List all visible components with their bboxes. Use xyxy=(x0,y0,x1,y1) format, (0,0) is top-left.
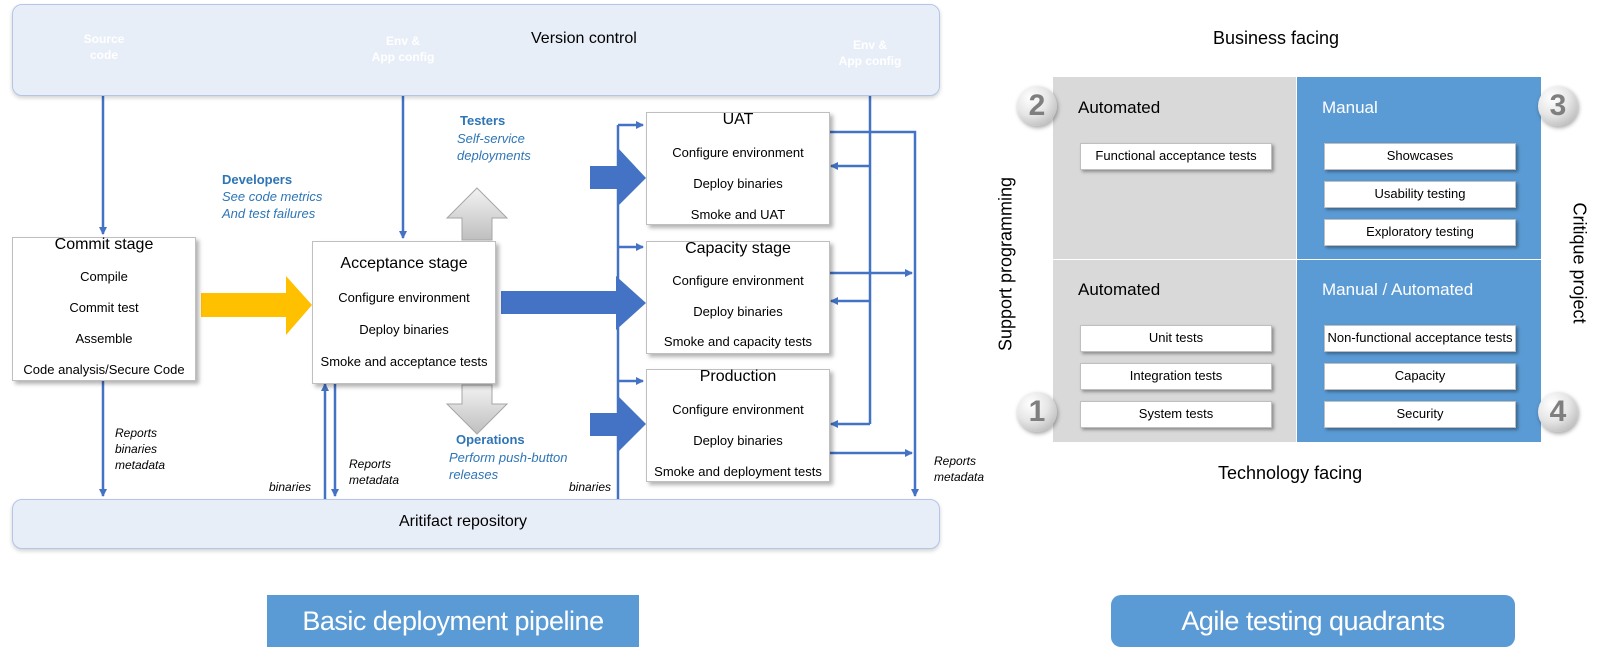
commit-step: Commit test xyxy=(69,300,139,315)
test-type-item: Unit tests xyxy=(1080,325,1272,352)
developers-title: Developers xyxy=(222,172,293,187)
top-axis-label: Business facing xyxy=(1213,28,1340,48)
right-axis-label: Critique project xyxy=(1569,202,1590,324)
label-line: binaries xyxy=(115,442,158,456)
quadrant-3-number-icon: 3 xyxy=(1538,86,1578,126)
quadrant-1-number-icon: 1 xyxy=(1017,392,1057,432)
source-code-db-icon: Source code xyxy=(60,31,148,63)
production-stage: Production Configure environment Deploy … xyxy=(646,368,830,482)
developers-note: See code metrics And test failures xyxy=(222,188,322,222)
test-type-item: Usability testing xyxy=(1324,181,1516,208)
capacity-stage: Capacity stage Configure environment Dep… xyxy=(646,240,830,354)
acceptance-step: Smoke and acceptance tests xyxy=(320,354,488,369)
test-type-item: Integration tests xyxy=(1080,363,1272,390)
version-control-title: Version control xyxy=(531,30,637,47)
acceptance-stage-title: Acceptance stage xyxy=(340,255,468,272)
uat-stage-title: UAT xyxy=(722,111,754,128)
capacity-step: Configure environment xyxy=(672,273,804,288)
test-type-item: System tests xyxy=(1080,401,1272,428)
quadrant-2-number-icon: 2 xyxy=(1017,86,1057,126)
db-label-line: Env & xyxy=(852,38,887,52)
q2-title: Automated xyxy=(1078,98,1161,117)
production-step: Deploy binaries xyxy=(693,433,783,448)
label-line: metadata xyxy=(115,458,166,472)
test-type-item: Non-functional acceptance tests xyxy=(1324,325,1516,352)
production-step: Configure environment xyxy=(672,402,804,417)
acceptance-step: Configure environment xyxy=(338,290,470,305)
commit-reports-label: Reports binaries metadata xyxy=(115,425,165,473)
operations-down-arrow-icon xyxy=(445,384,509,435)
db-label-line: Source xyxy=(83,32,125,46)
label-line: metadata xyxy=(349,473,400,487)
db-label-line: Env & xyxy=(385,34,420,48)
binaries-label: binaries xyxy=(569,480,612,494)
test-type-item: Exploratory testing xyxy=(1324,219,1516,246)
acceptance-to-capacity-arrow xyxy=(501,276,646,330)
q4-title: Manual / Automated xyxy=(1322,280,1474,299)
operations-note: Perform push-button releases xyxy=(449,449,568,483)
test-type-item: Capacity xyxy=(1324,363,1516,390)
db-label-line: code xyxy=(89,48,118,62)
version-control-band xyxy=(12,4,940,96)
production-stage-title: Production xyxy=(699,368,777,385)
acceptance-step: Deploy binaries xyxy=(359,322,449,337)
test-type-item: Functional acceptance tests xyxy=(1080,143,1272,170)
operations-title: Operations xyxy=(456,432,525,447)
commit-step: Assemble xyxy=(75,331,133,346)
reports-trunk-line xyxy=(828,130,919,497)
q3-title: Manual xyxy=(1322,98,1378,117)
label-line: metadata xyxy=(934,470,985,484)
acceptance-reports-label: Reports metadata xyxy=(349,456,399,488)
label-line: Reports xyxy=(349,457,392,471)
left-axis-label: Support programming xyxy=(995,176,1016,352)
commit-to-acceptance-arrow xyxy=(201,276,312,335)
operations-note-line: Perform push-button xyxy=(449,450,568,465)
acceptance-stage: Acceptance stage Configure environment D… xyxy=(312,241,496,384)
developers-note-line: And test failures xyxy=(222,206,316,221)
uat-stage: UAT Configure environment Deploy binarie… xyxy=(646,111,830,225)
db-label-line: App config xyxy=(371,50,435,64)
commit-step: Compile xyxy=(80,269,128,284)
quadrant-4-number-icon: 4 xyxy=(1538,392,1578,432)
db-label-line: App config xyxy=(838,54,902,68)
test-type-item: Showcases xyxy=(1324,143,1516,170)
uat-step: Deploy binaries xyxy=(693,176,783,191)
production-step: Smoke and deployment tests xyxy=(654,464,822,479)
capacity-step: Smoke and capacity tests xyxy=(663,334,813,349)
testers-up-arrow-icon xyxy=(445,187,509,241)
label-line: Reports xyxy=(115,426,158,440)
testers-note: Self-service deployments xyxy=(457,130,531,164)
testers-note-line: Self-service xyxy=(457,131,525,146)
commit-stage-title: Commit stage xyxy=(54,236,154,253)
bottom-axis-label: Technology facing xyxy=(1218,463,1363,483)
uat-step: Configure environment xyxy=(672,145,804,160)
operations-note-line: releases xyxy=(449,467,499,482)
binaries-label: binaries xyxy=(269,480,312,494)
test-type-item: Security xyxy=(1324,401,1516,428)
developers-note-line: See code metrics xyxy=(222,189,323,204)
artifact-repository-band xyxy=(12,499,940,549)
testers-note-line: deployments xyxy=(457,148,531,163)
quadrant-divider xyxy=(1053,259,1541,260)
pipeline-footer: Basic deployment pipeline xyxy=(267,595,639,647)
commit-step: Code analysis/Secure Code xyxy=(23,362,185,377)
testers-title: Testers xyxy=(460,113,506,128)
capacity-stage-title: Capacity stage xyxy=(685,240,791,257)
env-config-db-icon: Env & App config xyxy=(358,33,448,65)
commit-stage: Commit stage Compile Commit test Assembl… xyxy=(12,236,196,381)
capacity-step: Deploy binaries xyxy=(693,304,783,319)
q1-title: Automated xyxy=(1078,280,1161,299)
artifact-repository-title: Aritifact repository xyxy=(399,513,528,530)
label-line: Reports xyxy=(934,454,977,468)
quadrants-footer: Agile testing quadrants xyxy=(1111,595,1515,647)
right-reports-label: Reports metadata xyxy=(934,453,984,485)
uat-step: Smoke and UAT xyxy=(690,207,786,222)
env-config-db-icon: Env & App config xyxy=(825,37,915,69)
